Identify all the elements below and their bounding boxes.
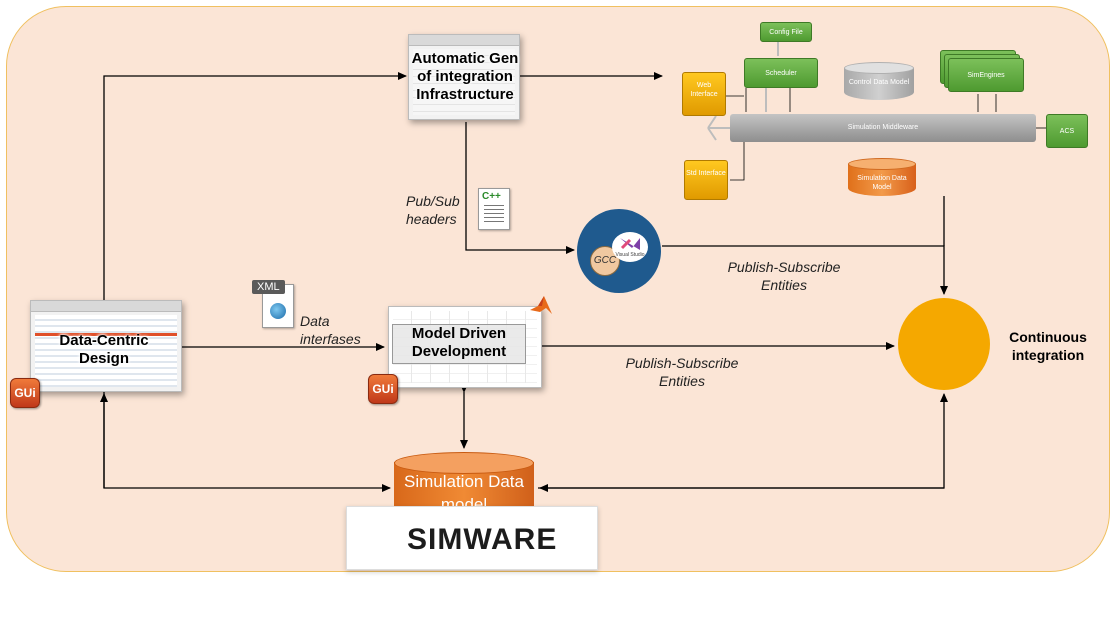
pubsub-headers-label: Pub/Sub headers bbox=[406, 193, 460, 227]
wire-dcd-to-autogen bbox=[103, 72, 407, 300]
continuous-integration-node bbox=[898, 298, 990, 390]
simware-logo: SIMWARE bbox=[346, 506, 598, 570]
data-interfases-label: Data interfases bbox=[300, 313, 361, 347]
gui-badge-left: GUi bbox=[10, 378, 40, 408]
web-interface-node: Web Interface bbox=[682, 72, 726, 116]
scheduler-node: Scheduler bbox=[744, 58, 818, 88]
model-driven-label: Model Driven Development bbox=[411, 325, 507, 360]
pse-top-label: Publish-Subscribe Entities bbox=[727, 259, 841, 293]
control-data-model-node: Control Data Model bbox=[844, 62, 914, 100]
acs-node: ACS bbox=[1046, 114, 1088, 148]
model-driven-title-box bbox=[392, 324, 526, 364]
continuous-integration-label: Continuous integration bbox=[1009, 329, 1087, 363]
wire-dcd-sdm bbox=[103, 392, 391, 492]
autogen-label: Automatic Gen of integration Infrastruct… bbox=[411, 50, 519, 103]
simulation-middleware-node: Simulation Middleware bbox=[730, 114, 1036, 142]
sim-data-model-small-node: Simulation Data Model bbox=[848, 158, 916, 196]
wire-sdm-ci bbox=[538, 393, 948, 489]
diagram-background bbox=[6, 6, 1110, 572]
matlab-icon bbox=[530, 296, 552, 314]
cpp-file-icon: C++ bbox=[478, 188, 510, 230]
std-interface-node: Std Interface bbox=[684, 160, 728, 200]
config-file-node: Config File bbox=[760, 22, 812, 42]
wire-autogen-to-gears bbox=[465, 122, 575, 254]
data-centric-label: Data-Centric Design bbox=[59, 332, 149, 367]
gui-badge-mid: GUi bbox=[368, 374, 398, 404]
autogen-screenshot bbox=[408, 34, 520, 120]
xml-badge: XML bbox=[252, 280, 285, 294]
visual-studio-icon: Visual Studio bbox=[612, 232, 648, 262]
pse-mid-label: Publish-Subscribe Entities bbox=[625, 355, 739, 389]
sim-engines-node: SimEngines bbox=[948, 58, 1024, 92]
data-centric-screenshot bbox=[30, 300, 182, 392]
